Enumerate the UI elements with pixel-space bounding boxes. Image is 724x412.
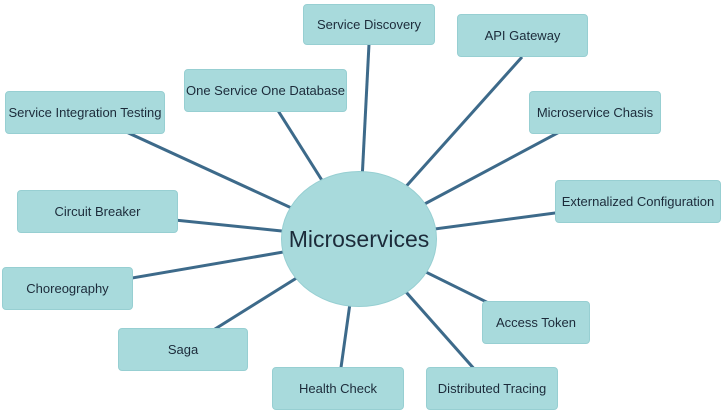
node-one-service-one-database[interactable]: One Service One Database (184, 69, 347, 112)
node-access-token[interactable]: Access Token (482, 301, 590, 344)
node-service-discovery[interactable]: Service Discovery (303, 4, 435, 45)
node-externalized-configuration[interactable]: Externalized Configuration (555, 180, 721, 223)
node-microservice-chasis[interactable]: Microservice Chasis (529, 91, 661, 134)
center-node-microservices[interactable]: Microservices (281, 171, 437, 307)
node-health-check[interactable]: Health Check (272, 367, 404, 410)
node-service-integration-testing[interactable]: Service Integration Testing (5, 91, 165, 134)
node-circuit-breaker[interactable]: Circuit Breaker (17, 190, 178, 233)
node-choreography[interactable]: Choreography (2, 267, 133, 310)
node-api-gateway[interactable]: API Gateway (457, 14, 588, 57)
node-distributed-tracing[interactable]: Distributed Tracing (426, 367, 558, 410)
node-saga[interactable]: Saga (118, 328, 248, 371)
